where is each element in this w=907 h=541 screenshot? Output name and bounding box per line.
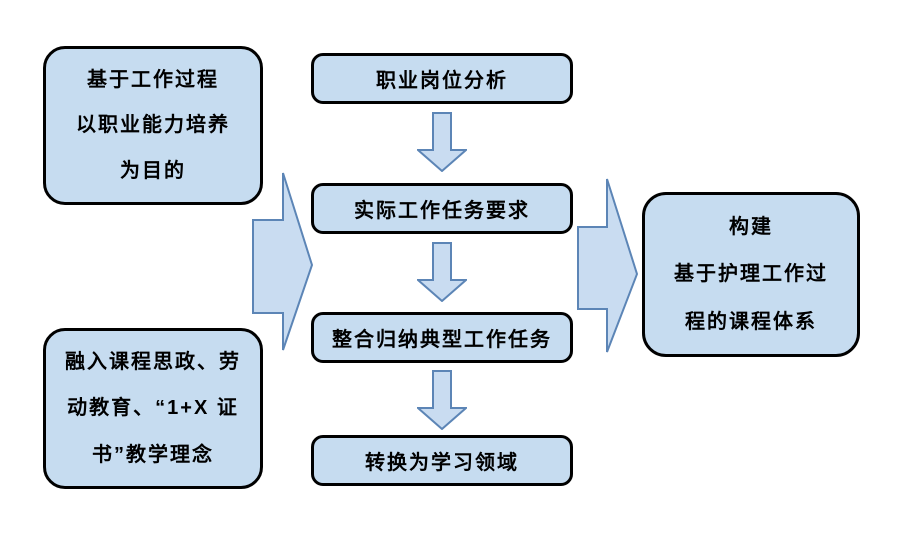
ideology-box: 融入课程思政、劳 动教育、“1+X 证 书”教学理念 xyxy=(43,328,263,489)
goal-box-line-2: 以职业能力培养 xyxy=(76,114,230,137)
right-arrow-left-icon xyxy=(252,172,313,351)
outcome-box-line-3: 程的课程体系 xyxy=(685,311,817,334)
step-label-learning-domains: 转换为学习领域 xyxy=(365,452,519,474)
outcome-box-line-2: 基于护理工作过 xyxy=(674,263,828,286)
down-arrow-icon-3 xyxy=(417,370,467,430)
step-box-learning-domains: 转换为学习领域 xyxy=(311,435,573,486)
ideology-box-line-3: 书”教学理念 xyxy=(92,443,214,466)
step-label-task-requirements: 实际工作任务要求 xyxy=(354,200,530,222)
step-box-task-requirements: 实际工作任务要求 xyxy=(311,183,573,234)
down-arrow-icon-2 xyxy=(417,242,467,302)
step-box-typical-tasks: 整合归纳典型工作任务 xyxy=(311,312,573,363)
goal-box-line-3: 为目的 xyxy=(120,160,186,183)
step-box-job-analysis: 职业岗位分析 xyxy=(311,53,573,104)
outcome-box: 构建 基于护理工作过 程的课程体系 xyxy=(642,192,860,357)
right-arrow-right-icon xyxy=(577,178,638,353)
ideology-box-line-2: 动教育、“1+X 证 xyxy=(67,397,239,420)
step-label-job-analysis: 职业岗位分析 xyxy=(376,70,508,92)
ideology-box-line-1: 融入课程思政、劳 xyxy=(65,351,241,374)
down-arrow-icon-1 xyxy=(417,112,467,172)
outcome-box-line-1: 构建 xyxy=(729,215,773,238)
goal-box: 基于工作过程 以职业能力培养 为目的 xyxy=(43,46,263,205)
goal-box-line-1: 基于工作过程 xyxy=(87,68,219,91)
step-label-typical-tasks: 整合归纳典型工作任务 xyxy=(332,329,552,351)
